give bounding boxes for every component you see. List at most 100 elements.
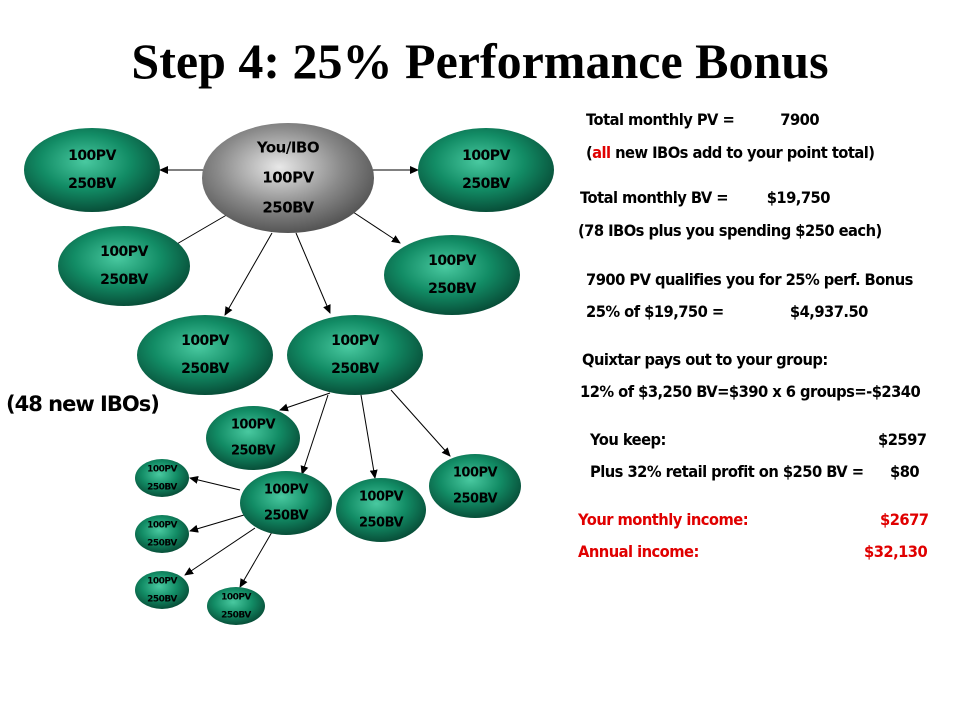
downline-ibo-node: 100PV 250BV bbox=[58, 226, 190, 306]
connector-arrow bbox=[239, 531, 273, 588]
node-bv-label: 250BV bbox=[147, 539, 177, 549]
node-bv-label: 250BV bbox=[100, 272, 148, 288]
connector-arrow bbox=[349, 209, 401, 244]
node-pv-label: 100PV bbox=[462, 148, 510, 164]
node-ellipse bbox=[58, 226, 190, 306]
connector-arrow bbox=[279, 392, 331, 412]
node-pv-label: 100PV bbox=[100, 244, 148, 260]
node-pv-label: 100PV bbox=[453, 466, 498, 481]
retail-value: $80 bbox=[890, 462, 920, 481]
node-ellipse bbox=[135, 571, 189, 609]
downline-ibo-node: 100PV 250BV bbox=[206, 406, 300, 470]
group-count-label: (48 new IBOs) bbox=[6, 392, 160, 416]
node-bv-label: 250BV bbox=[462, 176, 510, 192]
retail-label: Plus 32% retail profit on $250 BV = bbox=[590, 462, 864, 481]
node-pv-label: 100PV bbox=[428, 253, 476, 269]
node-bv-label: 250BV bbox=[264, 509, 309, 524]
node-pv-label: 100PV bbox=[359, 490, 404, 505]
node-bv-label: 250BV bbox=[68, 176, 116, 192]
connector-arrow bbox=[189, 475, 241, 491]
connector-arrow bbox=[169, 212, 231, 249]
connector-arrow bbox=[390, 389, 451, 457]
downline-ibo-node: 100PV 250BV bbox=[135, 515, 189, 553]
annual-income-value: $32,130 bbox=[864, 542, 928, 561]
downline-ibo-node: 100PV 250BV bbox=[135, 571, 189, 609]
monthly-income-label: Your monthly income: bbox=[578, 510, 749, 529]
total-pv-line: Total monthly PV = 7900 bbox=[586, 110, 820, 129]
node-pv-label: 100PV bbox=[147, 577, 177, 587]
downline-ibo-node: 100PV 250BV bbox=[418, 128, 554, 212]
downline-ibo-node: 100PV 250BV bbox=[24, 128, 160, 212]
node-ellipse bbox=[384, 235, 520, 315]
node-pv-label: 100PV bbox=[331, 333, 379, 349]
connector-arrow bbox=[224, 232, 273, 316]
connector-arrow bbox=[184, 527, 256, 576]
connector-arrow bbox=[295, 232, 331, 314]
node-pv-label: 100PV bbox=[264, 483, 309, 498]
node-bv-label: 250BV bbox=[331, 361, 379, 377]
bonus-label: 25% of $19,750 = bbox=[586, 302, 724, 321]
node-ellipse bbox=[336, 478, 426, 542]
annual-income-label: Annual income: bbox=[578, 542, 699, 561]
node-name-label: You/IBO bbox=[256, 139, 319, 157]
downline-ibo-node: 100PV 250BV bbox=[207, 587, 265, 625]
slide-title: Step 4: 25% Performance Bonus bbox=[131, 33, 829, 89]
node-ellipse bbox=[429, 454, 521, 518]
connector-arrow bbox=[300, 394, 329, 475]
downline-ibo-node: 100PV 250BV bbox=[287, 315, 423, 395]
node-pv-label: 100PV bbox=[147, 521, 177, 531]
node-pv-label: 100PV bbox=[221, 593, 251, 603]
node-ellipse bbox=[206, 406, 300, 470]
node-bv-label: 250BV bbox=[428, 281, 476, 297]
downline-ibo-node: 100PV 250BV bbox=[137, 315, 273, 395]
node-bv-label: 250BV bbox=[147, 595, 177, 605]
node-pv-label: 100PV bbox=[181, 333, 229, 349]
total-pv-note: (all new IBOs add to your point total) bbox=[586, 143, 875, 162]
node-pv-label: 100PV bbox=[147, 465, 177, 475]
total-bv-note: (78 IBOs plus you spending $250 each) bbox=[578, 221, 882, 240]
qualify-line: 7900 PV qualifies you for 25% perf. Bonu… bbox=[586, 270, 913, 289]
connector-arrow bbox=[189, 514, 245, 533]
downline-ibo-node: 100PV 250BV bbox=[240, 471, 332, 535]
node-bv-label: 250BV bbox=[262, 199, 314, 217]
root-ibo-node: You/IBO 100PV 250BV bbox=[202, 123, 374, 233]
node-ellipse bbox=[240, 471, 332, 535]
payout-line-2: 12% of $3,250 BV=$390 x 6 groups=-$2340 bbox=[580, 382, 921, 401]
total-pv-value: 7900 bbox=[780, 110, 820, 129]
connector-arrow bbox=[360, 394, 378, 479]
total-bv-line: Total monthly BV = $19,750 bbox=[580, 188, 830, 207]
keep-label: You keep: bbox=[590, 430, 666, 449]
node-bv-label: 250BV bbox=[181, 361, 229, 377]
highlight-all: all bbox=[592, 143, 611, 162]
node-ellipse bbox=[207, 587, 265, 625]
node-pv-label: 100PV bbox=[231, 418, 276, 433]
node-ellipse bbox=[418, 128, 554, 212]
node-ellipse bbox=[137, 315, 273, 395]
node-bv-label: 250BV bbox=[221, 611, 251, 621]
downline-ibo-node: 100PV 250BV bbox=[384, 235, 520, 315]
node-ellipse bbox=[135, 515, 189, 553]
node-ellipse bbox=[287, 315, 423, 395]
bonus-value: $4,937.50 bbox=[789, 302, 868, 321]
node-bv-label: 250BV bbox=[231, 444, 276, 459]
node-group: You/IBO100PV250BV100PV250BV100PV250BV100… bbox=[24, 123, 554, 625]
node-pv-label: 100PV bbox=[68, 148, 116, 164]
node-ellipse bbox=[135, 459, 189, 497]
node-pv-label: 100PV bbox=[262, 169, 314, 187]
total-bv-label: Total monthly BV = bbox=[580, 188, 729, 207]
keep-value: $2597 bbox=[878, 430, 927, 449]
downline-ibo-node: 100PV 250BV bbox=[336, 478, 426, 542]
downline-ibo-node: 100PV 250BV bbox=[429, 454, 521, 518]
node-ellipse bbox=[202, 123, 374, 233]
node-bv-label: 250BV bbox=[453, 492, 498, 507]
total-bv-value: $19,750 bbox=[766, 188, 831, 207]
monthly-income-value: $2677 bbox=[880, 510, 929, 529]
connector-arrows bbox=[159, 166, 451, 588]
payout-line-1: Quixtar pays out to your group: bbox=[582, 350, 828, 369]
node-bv-label: 250BV bbox=[359, 516, 404, 531]
node-ellipse bbox=[24, 128, 160, 212]
bonus-line: 25% of $19,750 = $4,937.50 bbox=[586, 302, 868, 321]
total-pv-label: Total monthly PV = bbox=[586, 110, 735, 129]
